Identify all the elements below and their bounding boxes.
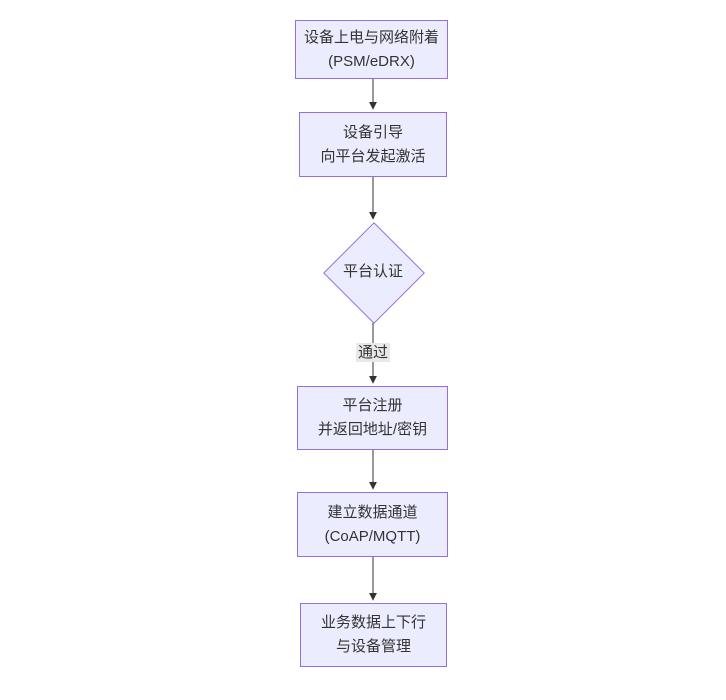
node-label-line: 并返回地址/密钥 (317, 421, 428, 438)
node-label-line: (CoAP/MQTT) (324, 527, 421, 545)
node-business-data: 业务数据上下行 与设备管理 (300, 603, 447, 667)
node-label-line: (PSM/eDRX) (328, 52, 415, 70)
node-label-line: 设备上电与网络附着 (303, 28, 439, 46)
node-bootstrap-activate: 设备引导 向平台发起激活 (299, 112, 447, 177)
node-label-line: 平台认证 (342, 263, 403, 280)
node-platform-auth: 平台认证 (323, 222, 425, 324)
node-power-attach: 设备上电与网络附着 (PSM/eDRX) (295, 20, 448, 79)
node-label-line: 向平台发起激活 (320, 147, 426, 165)
node-label-line: 与设备管理 (335, 638, 411, 655)
node-data-channel: 建立数据通道 (CoAP/MQTT) (297, 492, 448, 557)
node-label-line: 设备引导 (342, 123, 403, 141)
node-label-line: 建立数据通道 (327, 503, 418, 521)
edge-label-pass: 通过 (356, 343, 391, 362)
node-label-line: 平台注册 (342, 397, 403, 414)
node-label-line: 业务数据上下行 (320, 614, 426, 631)
node-platform-register: 平台注册 并返回地址/密钥 (297, 386, 448, 450)
